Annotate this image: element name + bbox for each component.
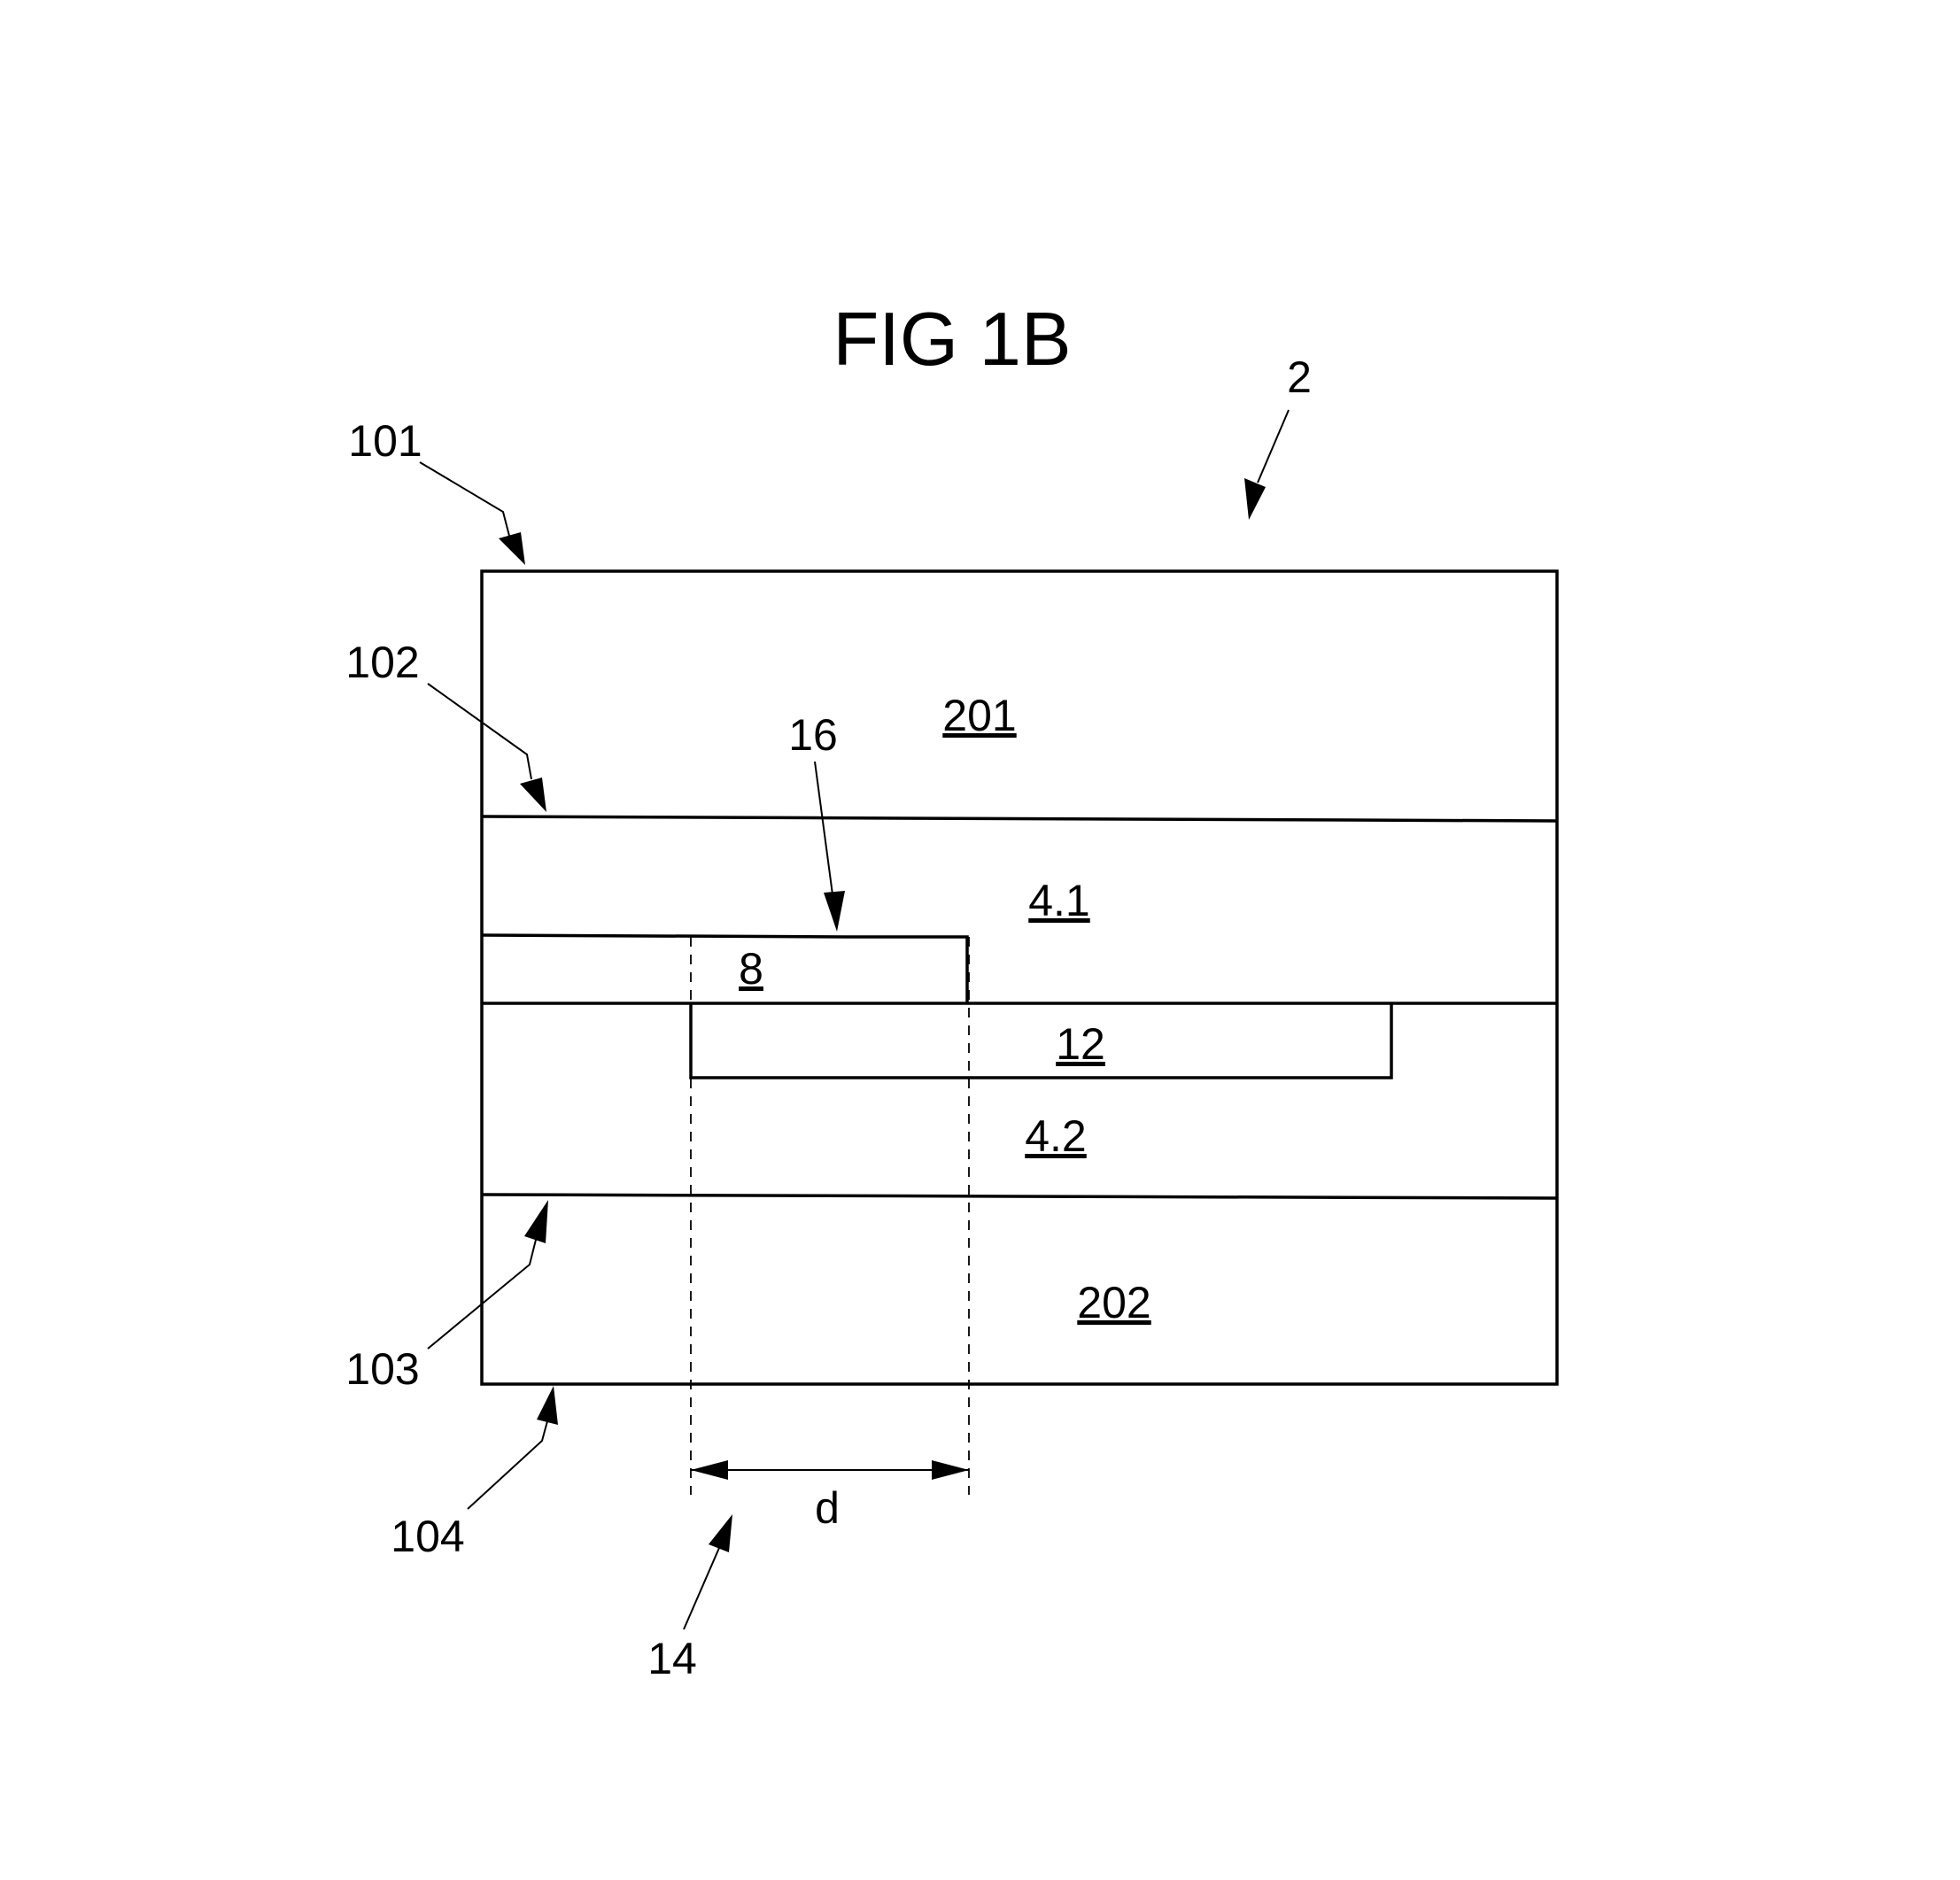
leader-16: [814, 761, 833, 895]
interface-line-102: [481, 815, 1558, 823]
ref-label-103: 103: [345, 1344, 419, 1394]
dimension-arrow-right: [932, 1460, 969, 1480]
leader-14: [683, 1547, 720, 1630]
region-label-201: 201: [942, 691, 1016, 740]
dimension-arrow-left: [691, 1460, 728, 1480]
ref-label-2: 2: [1287, 352, 1312, 402]
leader-104: [467, 1420, 548, 1510]
ref-label-104: 104: [391, 1512, 464, 1561]
leader-102: [427, 683, 532, 780]
leader-101: [419, 461, 510, 537]
figure-title: FIG 1B: [833, 298, 1071, 382]
leader-103: [427, 1239, 537, 1350]
dimension-label-d: d: [815, 1483, 840, 1533]
arrow-101: [499, 532, 525, 565]
arrow-14: [709, 1514, 732, 1552]
region-label-12: 12: [1056, 1019, 1105, 1069]
region-8-outline: [481, 933, 969, 1003]
region-12-outline: [689, 1003, 1393, 1079]
arrow-16: [824, 891, 845, 932]
ref-label-102: 102: [345, 638, 419, 687]
region-label-4-2: 4.2: [1025, 1111, 1087, 1161]
interface-line-103: [481, 1193, 1558, 1200]
ref-label-14: 14: [647, 1634, 697, 1683]
region-label-202: 202: [1077, 1278, 1150, 1327]
leader-2: [1257, 409, 1290, 484]
ref-label-101: 101: [348, 416, 422, 466]
region-label-4-1: 4.1: [1028, 876, 1090, 925]
arrow-102: [520, 778, 546, 812]
arrow-103: [524, 1200, 548, 1243]
arrow-2: [1244, 478, 1266, 520]
device-outline: [480, 569, 1559, 1386]
region-label-8: 8: [739, 944, 763, 994]
arrow-104: [537, 1386, 558, 1425]
ref-label-16: 16: [788, 710, 838, 760]
